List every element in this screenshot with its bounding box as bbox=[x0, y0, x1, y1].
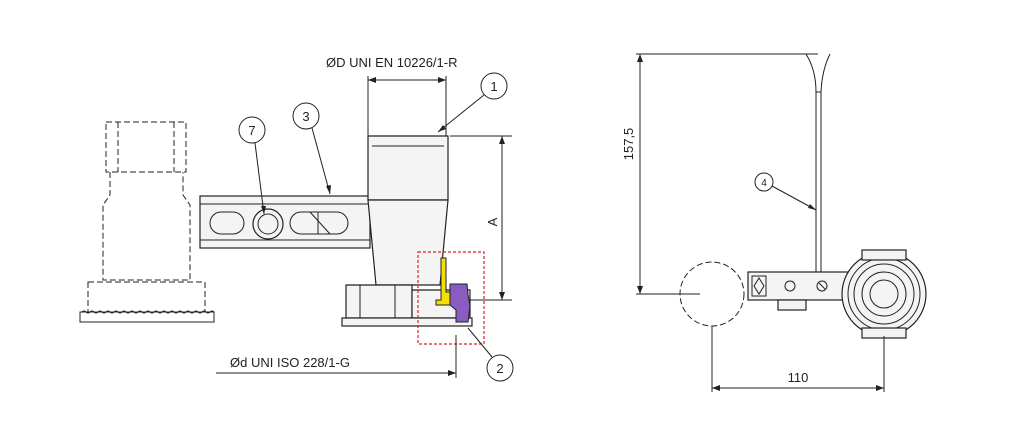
dimension-a: A bbox=[450, 135, 512, 301]
svg-text:4: 4 bbox=[761, 178, 767, 189]
dim-a-label: A bbox=[485, 217, 500, 226]
callout-4: 4 bbox=[754, 172, 817, 211]
ghost-fitting-outline bbox=[79, 121, 215, 323]
callout-3: 3 bbox=[292, 102, 331, 195]
dimension-outer-diameter: ØD UNI EN 10226/1-R bbox=[326, 55, 458, 136]
dimension-height: 157,5 bbox=[621, 53, 818, 295]
svg-text:3: 3 bbox=[302, 109, 309, 124]
svg-text:2: 2 bbox=[496, 361, 503, 376]
svg-text:7: 7 bbox=[248, 123, 255, 138]
gasket-detail bbox=[435, 257, 471, 323]
rod-and-wire bbox=[805, 53, 831, 272]
dimension-inner-diameter: Ød UNI ISO 228/1-G bbox=[216, 355, 456, 376]
dim-outer-label: ØD UNI EN 10226/1-R bbox=[326, 55, 458, 70]
dim-inner-label: Ød UNI ISO 228/1-G bbox=[230, 355, 350, 370]
clamp-plate bbox=[747, 271, 861, 311]
bracket-bolt bbox=[252, 208, 284, 240]
round-fitting bbox=[841, 249, 927, 339]
callout-7: 7 bbox=[238, 116, 266, 215]
dim-height-label: 157,5 bbox=[621, 128, 636, 161]
fitting-body bbox=[341, 135, 473, 327]
dimension-width: 110 bbox=[711, 326, 885, 392]
callout-2: 2 bbox=[467, 327, 514, 382]
svg-text:1: 1 bbox=[490, 79, 497, 94]
clamp-bracket bbox=[199, 195, 371, 249]
dim-width-label: 110 bbox=[788, 370, 809, 385]
detail-box bbox=[417, 251, 485, 345]
callout-1: 1 bbox=[437, 72, 508, 133]
